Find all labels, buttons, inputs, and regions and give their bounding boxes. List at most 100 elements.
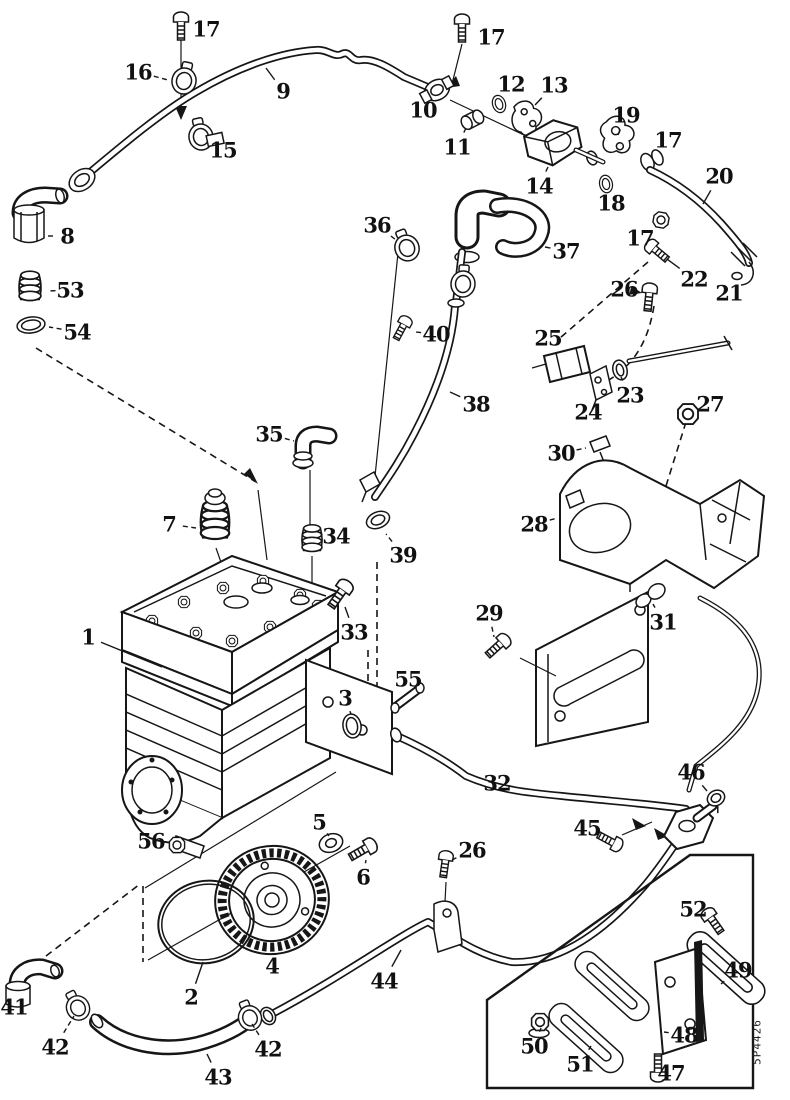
part-4-gear-drawing [214, 844, 330, 956]
callout-17-4: 17 [626, 225, 654, 251]
callout-9: 9 [276, 78, 291, 104]
callout-7: 7 [162, 511, 177, 537]
part-1-compressor-drawing [119, 434, 393, 859]
part-17-bolt-drawing [453, 13, 471, 43]
callout-16: 16 [124, 59, 152, 85]
callout-46: 46 [677, 759, 705, 785]
callout-38: 38 [462, 391, 490, 417]
part-8-elbow-drawing [14, 188, 66, 244]
part-12-ring-drawing [489, 93, 509, 115]
part-14-fitting-drawing [522, 119, 583, 167]
callout-29: 29 [475, 600, 503, 626]
callout-28: 28 [520, 511, 548, 537]
callout-21: 21 [715, 280, 743, 306]
callout-13: 13 [540, 72, 568, 98]
part-7-fitting-drawing [199, 488, 231, 541]
callout-32: 32 [483, 770, 511, 796]
part-48-plate-drawing [653, 940, 708, 1056]
callout-41: 41 [0, 994, 28, 1020]
part-5-washer-drawing [318, 832, 344, 854]
callout-30: 30 [547, 440, 575, 466]
callout-1: 1 [81, 624, 96, 650]
figure-code: 5P4426 [750, 1019, 764, 1065]
callout-35: 35 [255, 421, 283, 447]
callout-47: 47 [657, 1060, 685, 1086]
callout-23: 23 [616, 382, 644, 408]
governor-line-drawing [531, 335, 733, 463]
part-15-clamp-drawing [184, 115, 225, 153]
part-26-bolt-drawing [639, 281, 659, 313]
bracket-arm-drawing [569, 946, 655, 1026]
part-28-bracket-drawing [481, 459, 766, 790]
callout-39: 39 [389, 542, 417, 568]
part-10-clamp-drawing [418, 74, 455, 105]
part-21-spring-drawing [730, 242, 758, 286]
callout-50: 50 [520, 1033, 548, 1059]
part-38-hose-drawing [359, 298, 465, 530]
callout-11: 11 [443, 134, 471, 160]
callout-36: 36 [363, 212, 391, 238]
callout-42-2: 42 [254, 1036, 282, 1062]
part-34-fitting-drawing [301, 523, 323, 553]
construction-lines [35, 40, 687, 962]
callout-12: 12 [497, 71, 525, 97]
callout-52: 52 [679, 896, 707, 922]
part-44-pipe-drawing [259, 789, 726, 1026]
part-23-grommet-drawing [612, 359, 628, 381]
part-6-bolt-drawing [345, 835, 381, 865]
part-36-clamp-drawing [388, 225, 424, 266]
part-2-oring-drawing [157, 879, 255, 965]
part-13-gasket-drawing [511, 100, 543, 137]
callout-37: 37 [552, 238, 580, 264]
part-24-bracket-drawing [589, 364, 613, 411]
fitting-chain-drawing [449, 93, 758, 313]
callout-33: 33 [340, 619, 368, 645]
part-26-bolt-drawing [435, 849, 455, 879]
callout-34: 34 [322, 523, 350, 549]
callout-40: 40 [422, 321, 450, 347]
callout-45: 45 [573, 815, 601, 841]
callout-55: 55 [394, 666, 422, 692]
part-35-elbow-drawing [292, 434, 329, 468]
callout-48: 48 [670, 1022, 698, 1048]
callout-25: 25 [534, 325, 562, 351]
callout-18: 18 [597, 190, 625, 216]
callout-51: 51 [566, 1051, 594, 1077]
callout-22: 22 [680, 266, 708, 292]
callout-10: 10 [409, 97, 437, 123]
part-30-clip-drawing [589, 435, 611, 463]
callout-3: 3 [338, 685, 353, 711]
part-29-bolt-drawing [481, 630, 515, 662]
callout-17-3: 17 [654, 127, 682, 153]
part-55-pin-drawing [390, 682, 425, 714]
callout-54: 54 [63, 319, 91, 345]
callout-42-1: 42 [41, 1034, 69, 1060]
callout-44: 44 [370, 968, 398, 994]
inset-box-drawing [485, 853, 771, 1090]
callout-24: 24 [574, 399, 602, 425]
part-17-nut-drawing [651, 210, 671, 230]
part-56-nut-drawing [168, 836, 186, 854]
part-17-bolt-drawing [172, 11, 190, 41]
part-39-ring-drawing [365, 510, 391, 530]
part-41-elbow-drawing [5, 964, 95, 1025]
part-9-air-line-drawing [68, 11, 471, 193]
callout-27: 27 [696, 391, 724, 417]
part-42-clamp-drawing [58, 985, 95, 1025]
part-27-nut-drawing [677, 403, 699, 425]
callout-26-2: 26 [458, 837, 486, 863]
callout-31: 31 [649, 609, 677, 635]
part-53-fitting-drawing [18, 270, 42, 302]
callout-56: 56 [137, 828, 165, 854]
part-31-connector-drawing [635, 582, 666, 609]
callout-6: 6 [356, 864, 371, 890]
callout-26-1: 26 [610, 276, 638, 302]
callout-8: 8 [60, 223, 75, 249]
callout-19: 19 [612, 102, 640, 128]
part-17-fitting-drawing [640, 149, 664, 172]
part-25-connector-drawing [542, 344, 592, 384]
callout-49: 49 [724, 957, 752, 983]
part-40-bolt-drawing [389, 313, 415, 343]
